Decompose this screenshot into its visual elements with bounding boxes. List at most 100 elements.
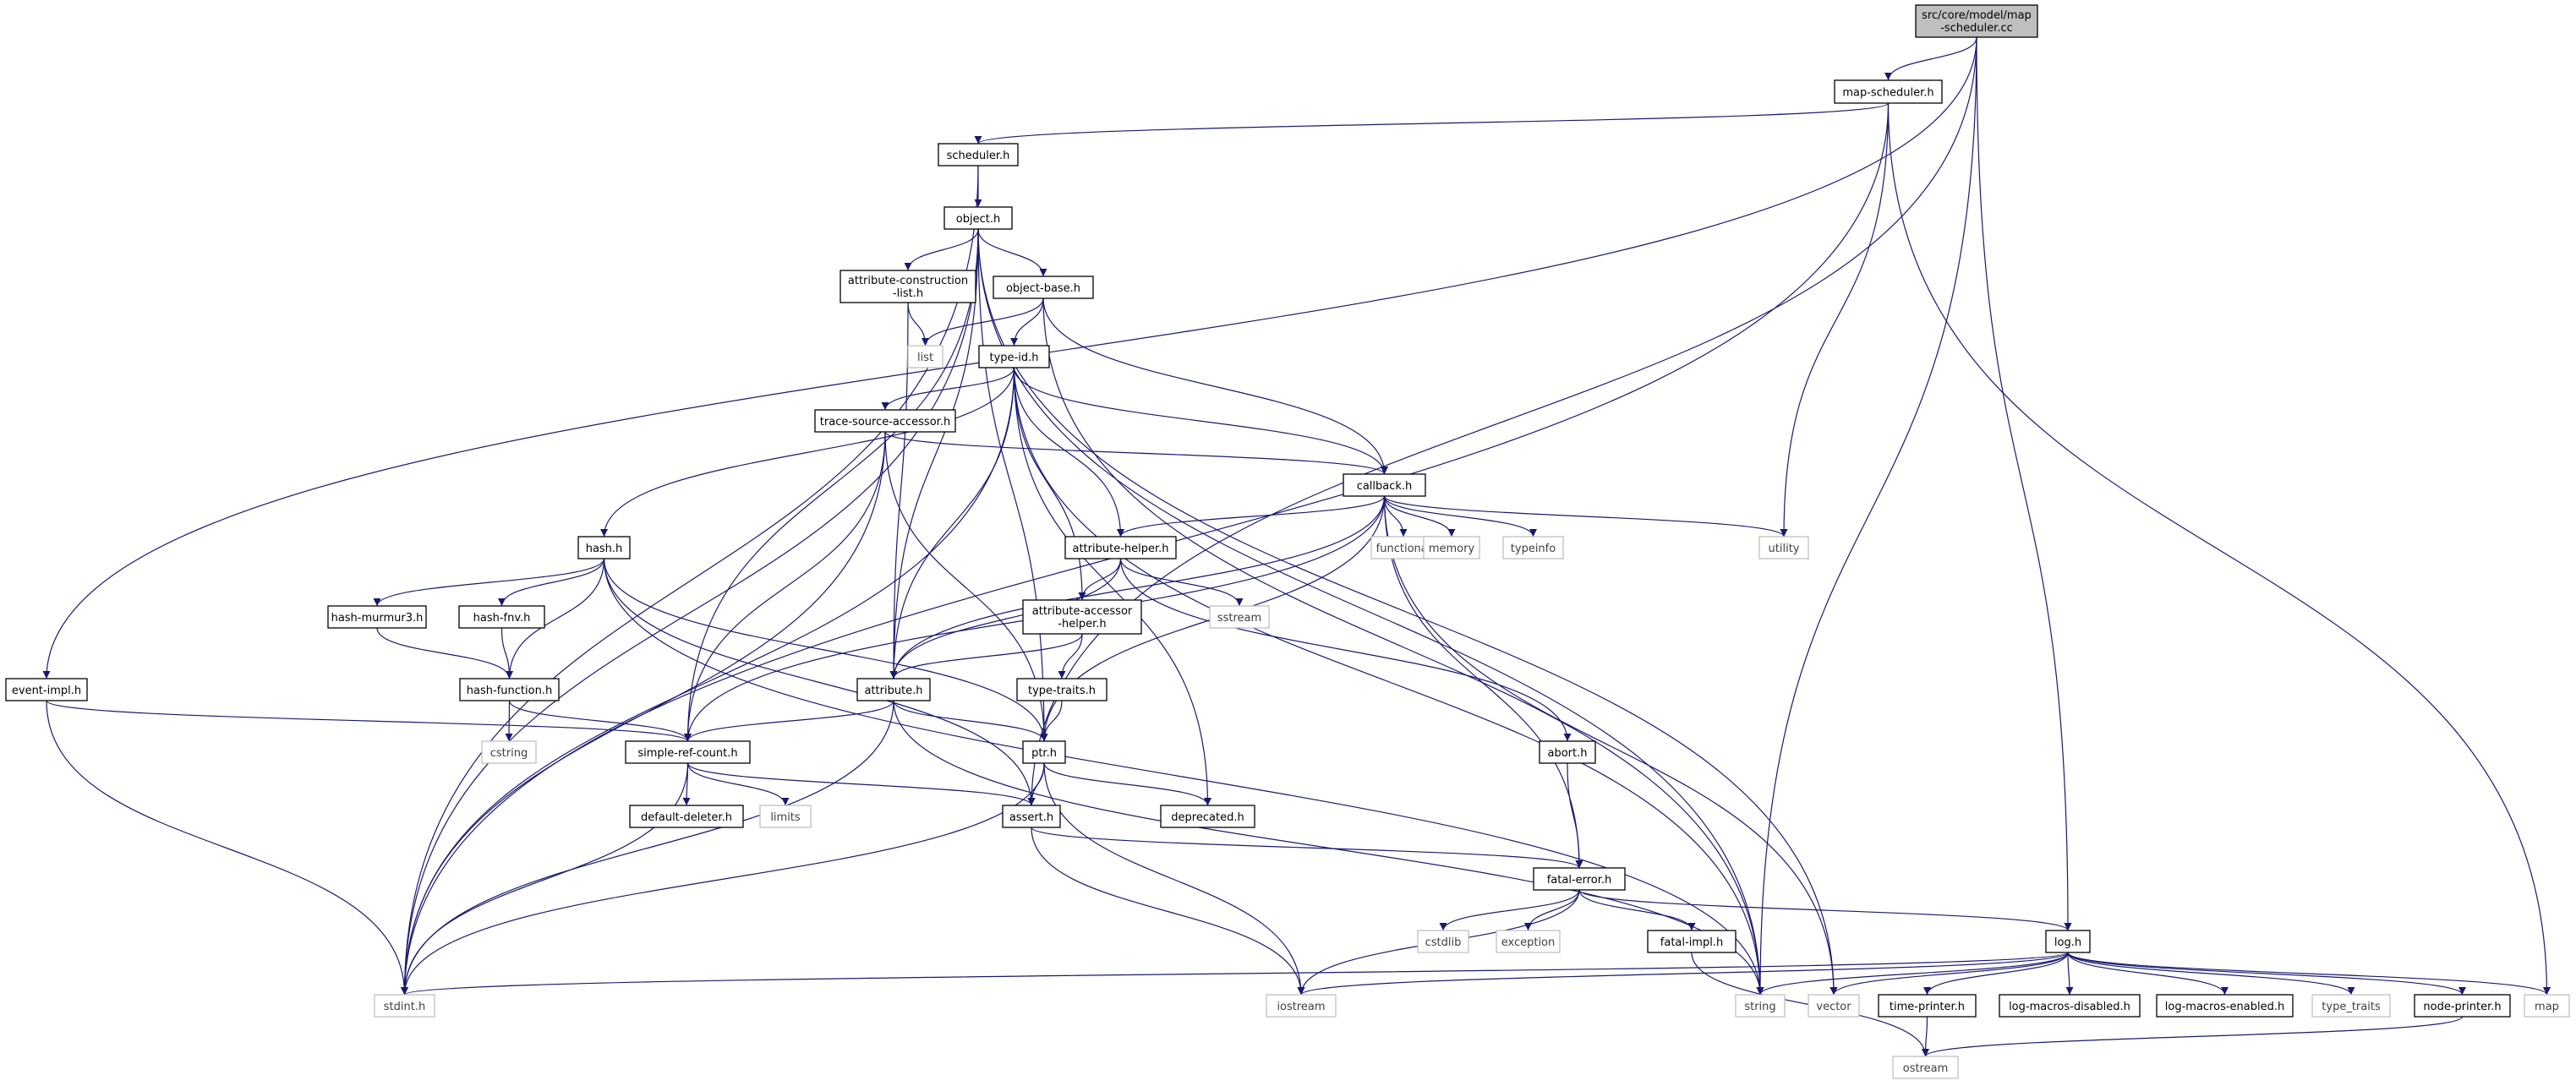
node-default-deleter[interactable]: default-deleter.h (629, 805, 744, 828)
node-box (577, 536, 631, 559)
node-hash[interactable]: hash.h (577, 536, 631, 559)
edge-hash-function-to-simple-ref-count (508, 700, 692, 742)
node-memory: memory (1423, 536, 1480, 559)
node-label: fatal-impl.h (1660, 936, 1723, 949)
edge-log-to-node-printer (2067, 952, 2466, 996)
node-label: iostream (1277, 1001, 1325, 1013)
node-attr-construction[interactable]: attribute-construction-list.h (840, 270, 976, 303)
node-trace-source[interactable]: trace-source-accessor.h (814, 409, 956, 433)
node-box (840, 270, 976, 303)
edge-type-id-to-deprecated (1013, 367, 1211, 806)
edge-object-to-string (977, 228, 1764, 996)
edge-type-id-to-hash (600, 367, 1015, 538)
node-attribute[interactable]: attribute.h (856, 678, 931, 701)
node-label: type-traits.h (1028, 685, 1096, 697)
edge-log-to-string (1756, 952, 2069, 996)
node-simple-ref-count[interactable]: simple-ref-count.h (625, 740, 751, 764)
node-label-line: -helper.h (1058, 618, 1106, 630)
node-box (1999, 994, 2141, 1018)
node-attr-accessor[interactable]: attribute-accessor-helper.h (1022, 599, 1142, 635)
edge-root-to-map-scheduler (1884, 36, 1977, 81)
node-box (374, 994, 435, 1018)
edge-log-to-map (2067, 952, 2551, 996)
node-box (1502, 536, 1564, 559)
node-box (907, 345, 943, 368)
node-hash-function[interactable]: hash-function.h (459, 678, 560, 701)
edge-trace-source-to-callback (884, 431, 1388, 475)
node-box (459, 678, 560, 701)
node-log-macros-enabled[interactable]: log-macros-enabled.h (2156, 994, 2294, 1018)
node-label: default-deleter.h (641, 811, 732, 824)
node-attr-helper[interactable]: attribute-helper.h (1064, 536, 1177, 559)
node-deprecated[interactable]: deprecated.h (1160, 805, 1255, 828)
node-box (2524, 994, 2570, 1018)
edge-callback-to-memory (1383, 495, 1456, 538)
node-root[interactable]: src/core/model/map-scheduler.cc (1915, 4, 2038, 38)
node-box (1022, 599, 1142, 635)
node-label: attribute.h (864, 685, 922, 697)
node-map-scheduler[interactable]: map-scheduler.h (1834, 79, 1943, 104)
node-label: node-printer.h (2423, 1001, 2501, 1013)
edge-callback-to-vector (1383, 495, 1838, 996)
node-label: string (1744, 1001, 1775, 1013)
edge-abort-to-fatal-error (1567, 762, 1583, 869)
node-box (1343, 473, 1426, 497)
node-callback[interactable]: callback.h (1343, 473, 1426, 497)
node-box (2045, 930, 2091, 953)
node-log-macros-disabled[interactable]: log-macros-disabled.h (1999, 994, 2141, 1018)
node-type-traits[interactable]: type-traits.h (1016, 678, 1108, 701)
node-label: map (2535, 1001, 2559, 1013)
node-box (1533, 867, 1626, 891)
node-label: type_traits (2322, 1001, 2381, 1013)
node-log[interactable]: log.h (2045, 930, 2091, 953)
node-scheduler[interactable]: scheduler.h (938, 143, 1019, 166)
edge-attribute-to-ptr (893, 700, 1048, 742)
edge-map-scheduler-to-scheduler (974, 102, 1890, 145)
node-assert[interactable]: assert.h (1002, 805, 1061, 828)
edge-object-to-simple-ref-count (684, 228, 979, 742)
node-sstream: sstream (1209, 605, 1270, 629)
node-type-id[interactable]: type-id.h (978, 345, 1050, 368)
node-cstdlib: cstdlib (1417, 930, 1469, 953)
edge-object-base-to-type-id (1010, 297, 1044, 347)
edge-callback-to-typeinfo (1383, 495, 1537, 538)
edge-hash-murmur3-to-hash-function (376, 627, 513, 679)
edge-type-id-to-attr-accessor (1013, 367, 1086, 601)
edge-hash-to-hash-fnv (498, 558, 605, 607)
node-box (1758, 536, 1809, 559)
node-box (1417, 930, 1469, 953)
node-label: log-macros-enabled.h (2165, 1001, 2284, 1013)
node-typeinfo: typeinfo (1502, 536, 1564, 559)
edge-type-traits-to-ptr (1040, 700, 1063, 742)
node-hash-murmur3[interactable]: hash-murmur3.h (327, 605, 427, 629)
node-event-impl[interactable]: event-impl.h (5, 678, 88, 701)
node-label: hash-function.h (467, 685, 552, 697)
edge-simple-ref-count-to-stdint (401, 762, 689, 996)
node-fatal-error[interactable]: fatal-error.h (1533, 867, 1626, 891)
edge-assert-to-iostream (1031, 827, 1305, 996)
node-object[interactable]: object.h (943, 206, 1013, 230)
edge-type-id-to-string (1013, 367, 1764, 996)
node-node-printer[interactable]: node-printer.h (2414, 994, 2511, 1018)
node-box (1878, 994, 1977, 1018)
node-abort[interactable]: abort.h (1539, 740, 1596, 764)
node-label: scheduler.h (947, 150, 1010, 162)
node-utility: utility (1758, 536, 1809, 559)
edge-callback-to-utility (1383, 495, 1788, 538)
node-box (2311, 994, 2391, 1018)
node-box (1539, 740, 1596, 764)
node-label: assert.h (1009, 811, 1053, 824)
node-object-base[interactable]: object-base.h (993, 276, 1094, 299)
node-time-printer[interactable]: time-printer.h (1878, 994, 1977, 1018)
node-box (938, 143, 1019, 166)
node-ptr[interactable]: ptr.h (1022, 740, 1066, 764)
edge-event-impl-to-simple-ref-count (46, 700, 692, 742)
node-label: ptr.h (1031, 747, 1057, 760)
node-hash-fnv[interactable]: hash-fnv.h (458, 605, 545, 629)
node-label: type-id.h (990, 352, 1039, 364)
node-cstring: cstring (481, 740, 537, 764)
node-fatal-impl[interactable]: fatal-impl.h (1647, 930, 1736, 953)
node-box (1002, 805, 1061, 828)
edge-map-scheduler-to-utility (1780, 102, 1890, 538)
node-label: ostream (1903, 1062, 1949, 1075)
